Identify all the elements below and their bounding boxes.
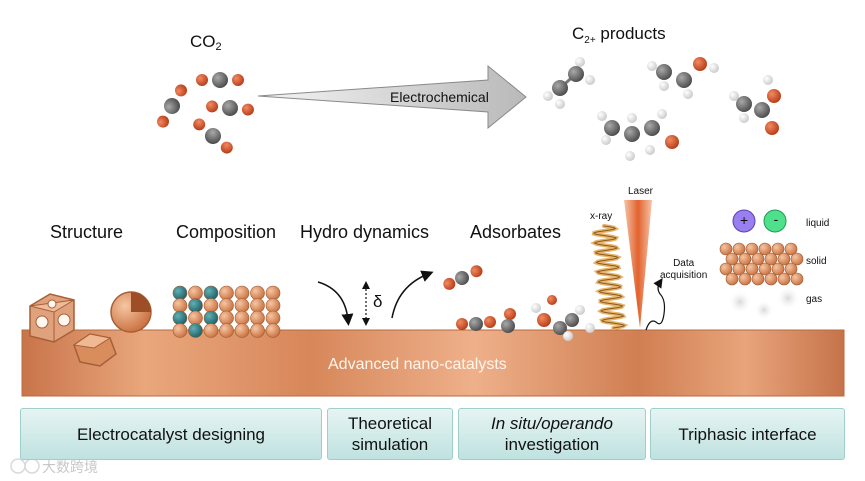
catalyst-slab [21, 329, 845, 397]
solid-atom [751, 272, 765, 286]
xray-label: x-ray [590, 211, 613, 222]
reactant-label: CO2 [190, 32, 222, 53]
copper-atom [234, 285, 250, 301]
solid-atom [745, 242, 759, 256]
category-adsorbates: Adsorbates [470, 222, 562, 242]
cobalt-atom [172, 310, 188, 326]
liquid-label: liquid [806, 218, 830, 229]
solid-atom [745, 262, 759, 276]
copper-atom [172, 323, 188, 338]
copper-atom [265, 323, 281, 338]
xray-wave-inner [593, 225, 626, 329]
copper-atom [219, 323, 234, 338]
data-acquisition-signal [645, 278, 666, 331]
solid-atom [764, 272, 778, 286]
solid-label: solid [806, 256, 827, 267]
copper-atom [234, 323, 250, 338]
c2-product-propanol [597, 109, 679, 161]
cobalt-atom [203, 285, 219, 301]
copper-atom [265, 285, 281, 301]
copper-atom [203, 298, 219, 313]
laser-beam [624, 200, 652, 328]
solid-phase-grid [719, 242, 804, 286]
c2-product-ethylene [543, 57, 595, 109]
product-label: C2+ products [572, 24, 666, 46]
cobalt-atom [172, 285, 188, 301]
copper-atom [234, 298, 250, 313]
solid-atom [738, 252, 752, 266]
solid-atom [764, 252, 778, 266]
cobalt-atom [203, 310, 219, 326]
solid-atom [751, 252, 765, 266]
cobalt-atom [188, 323, 203, 338]
cation-symbol: + [740, 212, 749, 228]
structure-hexagon-icon [72, 333, 117, 367]
copper-atom [250, 285, 265, 301]
arrow-label: Electrochemical [390, 89, 489, 105]
solid-atom [790, 272, 804, 286]
co2-molecules [157, 72, 254, 154]
solid-atom [758, 242, 772, 256]
adsorbate-molecules [443, 265, 595, 341]
laser-label: Laser [628, 186, 654, 197]
boundary-layer-symbol: δ [373, 292, 383, 311]
copper-atom [265, 310, 281, 326]
category-structure: Structure [50, 222, 124, 242]
copper-atom [188, 310, 203, 326]
solid-atom [784, 242, 798, 256]
c2-product-ethanol [647, 57, 719, 99]
category-hydro-dynamics: Hydro dynamics [300, 222, 430, 242]
category-composition: Composition [176, 222, 277, 242]
cation-icon [732, 209, 756, 233]
box-electrocatalyst-designing: Electrocatalyst designing [20, 408, 322, 460]
copper-atom [250, 298, 265, 313]
cobalt-atom [188, 298, 203, 313]
solid-atom [777, 272, 791, 286]
copper-atom [265, 298, 281, 313]
composition-grid [172, 285, 281, 338]
copper-atom [219, 298, 234, 313]
copper-atom [172, 298, 188, 313]
solid-atom [732, 242, 746, 256]
reaction-arrow [257, 64, 527, 130]
gas-phase-bubbles [728, 286, 800, 320]
solid-atom [784, 262, 798, 276]
c2-product-acetic-acid [729, 75, 781, 135]
solid-atom [725, 252, 739, 266]
anion-icon [763, 209, 787, 233]
copper-atom [250, 323, 265, 338]
solid-atom [771, 242, 785, 256]
solid-atom [719, 262, 733, 276]
copper-atom [219, 285, 234, 301]
copper-atom [250, 310, 265, 326]
solid-atom [771, 262, 785, 276]
copper-atom [188, 285, 203, 301]
watermark-text: 大数跨境 [42, 459, 98, 475]
solid-atom [732, 262, 746, 276]
solid-atom [719, 242, 733, 256]
solid-atom [725, 272, 739, 286]
box-triphasic-interface: Triphasic interface [650, 408, 845, 460]
copper-atom [234, 310, 250, 326]
gas-label: gas [806, 294, 823, 305]
slab-label: Advanced nano-catalysts [328, 356, 507, 373]
solid-atom [758, 262, 772, 276]
solid-atom [738, 272, 752, 286]
hydro-dynamics-arrows [317, 270, 434, 326]
copper-atom [203, 323, 219, 338]
watermark-logo-icon [10, 458, 40, 474]
solid-atom [790, 252, 804, 266]
structure-sphere-icon [110, 291, 152, 333]
copper-atom [219, 310, 234, 326]
anion-symbol: - [773, 211, 779, 227]
solid-atom [777, 252, 791, 266]
structure-cube-icon [29, 293, 75, 343]
